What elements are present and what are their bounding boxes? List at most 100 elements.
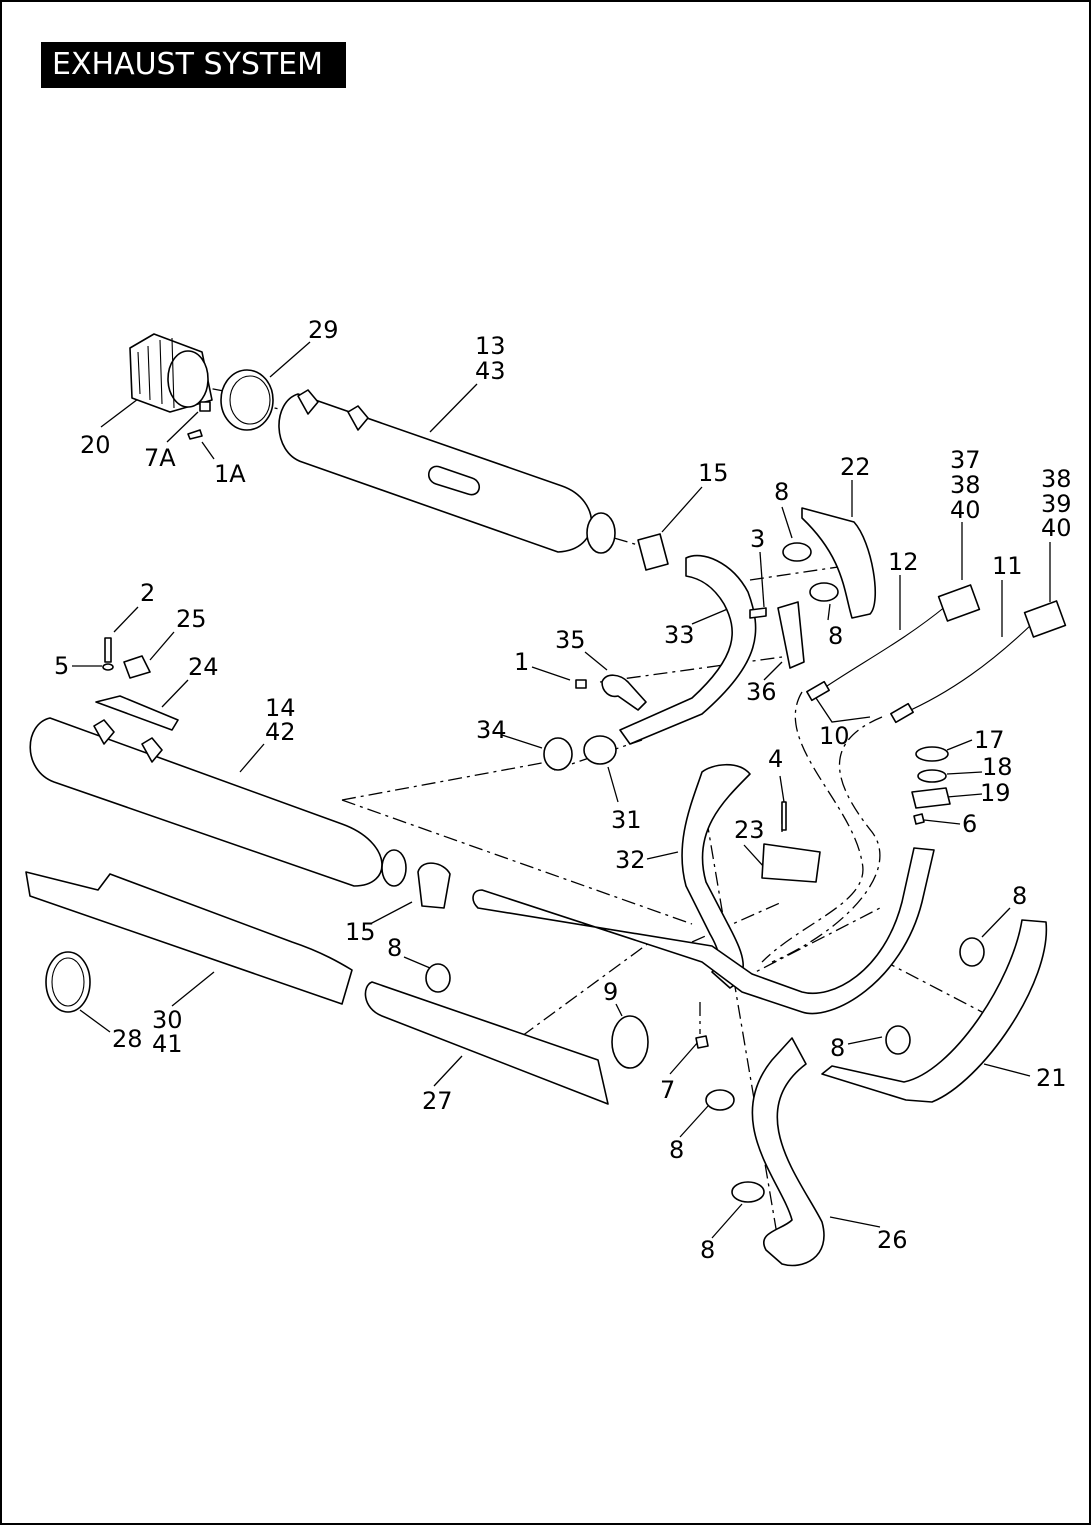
crossover-pipe: [472, 847, 935, 1015]
flange-19: [911, 787, 951, 809]
heat-shield-30-41: [25, 871, 353, 1005]
callout-8-b: 8: [828, 622, 843, 650]
washer-5: [102, 663, 114, 671]
strip-24: [95, 695, 179, 731]
callout-1: 1: [514, 648, 529, 676]
callout-38-a: 38: [950, 471, 981, 499]
callout-31: 31: [611, 806, 642, 834]
callout-37: 37: [950, 446, 981, 474]
callout-8-a: 8: [774, 478, 789, 506]
callout-12: 12: [888, 548, 919, 576]
callout-15-lower: 15: [345, 918, 376, 946]
callout-8-d: 8: [387, 934, 402, 962]
screw-3: [749, 607, 767, 619]
block-25: [123, 655, 151, 679]
screw-2: [104, 637, 112, 663]
callout-33: 33: [664, 621, 695, 649]
hose-clamp-8f: [705, 1089, 735, 1111]
bracket-23: [761, 843, 821, 883]
callout-40-b: 40: [1041, 514, 1072, 542]
o2-sensor-11: [890, 600, 1067, 724]
nut-7A: [199, 401, 211, 412]
hose-clamp-9: [611, 1015, 649, 1069]
hose-clamp-8a: [782, 542, 812, 562]
bracket-36: [777, 601, 805, 669]
callout-34: 34: [476, 716, 507, 744]
band-29: [220, 369, 274, 431]
alignment-lines: [185, 383, 983, 1265]
callout-7: 7: [660, 1076, 675, 1104]
callout-11: 11: [992, 552, 1023, 580]
callout-32: 32: [615, 846, 646, 874]
clamp-34: [543, 737, 573, 771]
callout-22: 22: [840, 453, 871, 481]
nut-6: [913, 813, 925, 825]
callout-24: 24: [188, 653, 219, 681]
callout-23: 23: [734, 816, 765, 844]
callout-6: 6: [962, 810, 977, 838]
callout-7A: 7A: [144, 444, 176, 472]
callout-18: 18: [982, 753, 1013, 781]
header-pipe-33: [619, 554, 757, 745]
end-cap-20: [129, 333, 213, 413]
callout-35: 35: [555, 626, 586, 654]
ring-18: [917, 769, 947, 783]
callout-36: 36: [746, 678, 777, 706]
callout-8-g: 8: [700, 1236, 715, 1264]
clamp-15-upper: [637, 533, 669, 571]
callout-30: 30: [152, 1006, 183, 1034]
callout-42: 42: [265, 718, 296, 746]
callout-39: 39: [1041, 490, 1072, 518]
hose-clamp-8c: [425, 963, 451, 993]
callout-13: 13: [475, 332, 506, 360]
callout-27: 27: [422, 1087, 453, 1115]
lower-muffler-14-42: [29, 717, 407, 887]
callout-20: 20: [80, 431, 111, 459]
callout-26: 26: [877, 1226, 908, 1254]
parts: [25, 333, 1067, 1267]
callout-9: 9: [603, 978, 618, 1006]
nut-7: [695, 1035, 709, 1049]
callout-14: 14: [265, 694, 296, 722]
callout-40-a: 40: [950, 496, 981, 524]
callout-4: 4: [768, 745, 783, 773]
callout-29: 29: [308, 316, 339, 344]
clamp-35: [601, 674, 647, 711]
callout-15-upper: 15: [698, 459, 729, 487]
callout-25: 25: [176, 605, 207, 633]
callout-8-f: 8: [669, 1136, 684, 1164]
hose-clamp-8b: [809, 582, 839, 602]
callout-labels: 29 13 43 20 7A 1A 15 22 37 38 40 38 39 4…: [54, 316, 1072, 1264]
callout-38-b: 38: [1041, 465, 1072, 493]
screw-1A: [187, 429, 203, 440]
heat-shield-26: [751, 1037, 825, 1267]
leader-lines: [72, 341, 1051, 1239]
upper-muffler-13-43: [278, 389, 616, 554]
callout-3: 3: [750, 525, 765, 553]
callout-10: 10: [819, 722, 850, 750]
callout-1A: 1A: [214, 460, 246, 488]
callout-8-e: 8: [830, 1034, 845, 1062]
callout-28: 28: [112, 1025, 143, 1053]
callout-19: 19: [980, 779, 1011, 807]
header-pipe-32: [681, 763, 751, 989]
heat-shield-22: [801, 507, 876, 619]
callout-5: 5: [54, 652, 69, 680]
callout-43: 43: [475, 357, 506, 385]
page-title: EXHAUST SYSTEM: [41, 42, 346, 88]
callout-2: 2: [140, 579, 155, 607]
hose-clamp-8e: [885, 1025, 911, 1055]
callout-17: 17: [974, 726, 1005, 754]
hose-clamp-8d: [959, 937, 985, 967]
hose-clamp-28: [45, 951, 91, 1013]
callout-41: 41: [152, 1030, 183, 1058]
gasket-17: [915, 746, 949, 762]
hose-clamp-8g: [731, 1181, 765, 1203]
heat-shield-27: [364, 981, 609, 1105]
heat-shield-21: [821, 919, 1048, 1103]
bolt-1: [575, 679, 587, 689]
clamp-15-lower: [417, 862, 451, 909]
callout-8-c: 8: [1012, 882, 1027, 910]
